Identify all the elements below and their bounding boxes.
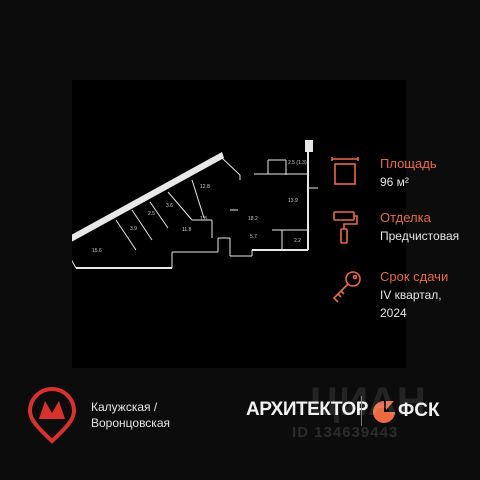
architect-logo: АРХИТЕКТОР: [246, 399, 368, 420]
key-icon: [332, 271, 361, 303]
metro-station-line2: Воронцовская: [91, 416, 170, 430]
brand-divider: [361, 396, 362, 426]
floor-plan: 15.6 3.9 2.5 3.6 12.8 1.8 11.8 18.2 5.7 …: [72, 140, 318, 269]
deadline-value: IV квартал, 2024: [380, 286, 442, 322]
area-icon: [331, 157, 359, 185]
room-area-label: 13.9: [288, 198, 298, 204]
listing-id-watermark: ID 134639443: [292, 424, 399, 441]
room-area-label: 2.5: [148, 211, 155, 217]
fsk-logo: ФСК: [398, 400, 440, 421]
room-area-label: 2.2: [294, 238, 301, 244]
deadline-year: 2024: [380, 306, 407, 320]
area-label: Площадь: [380, 156, 437, 171]
paint-roller-icon: [333, 211, 358, 244]
metro-icon: [27, 387, 77, 444]
deadline-label: Срок сдачи: [380, 269, 449, 284]
room-area-label: 3.6: [166, 203, 173, 209]
finish-label: Отделка: [380, 210, 431, 225]
room-area-label: 15.6: [92, 248, 102, 254]
metro-stations: Калужская / Воронцовская: [91, 399, 170, 431]
plan-wall-top: [72, 152, 224, 242]
finish-value: Предчистовая: [380, 229, 460, 243]
fsk-logo-icon: [373, 401, 395, 423]
area-value: 96 м²: [380, 175, 409, 189]
room-area-label: 12.8: [200, 184, 210, 190]
room-area-label: 5.7: [250, 234, 257, 240]
room-area-label: 11.8: [182, 227, 192, 233]
metro-station-line1: Калужская /: [91, 400, 158, 414]
room-area-label: 1.8: [200, 216, 207, 222]
cian-watermark: ЦИАН: [310, 380, 426, 424]
room-area-label: 18.2: [248, 216, 258, 222]
room-labels: 15.6 3.9 2.5 3.6 12.8 1.8 11.8 18.2 5.7 …: [92, 160, 307, 254]
room-area-label: 3.9: [130, 226, 137, 232]
room-area-label: 2.5 (1.3): [288, 160, 307, 166]
deadline-quarter: IV квартал,: [380, 288, 442, 302]
